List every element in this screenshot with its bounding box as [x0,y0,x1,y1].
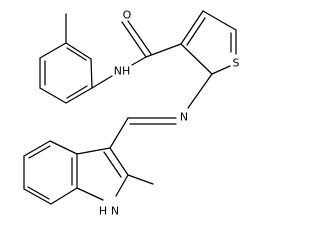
thiophene-bond-2 [202,10,237,31]
benzo-double-3 [28,145,51,159]
thiophene-bond-1 [180,10,204,45]
thiophene-ring [180,10,237,75]
tolyl-double-1 [66,47,87,61]
benzo-bond-2 [50,187,78,205]
thiophene-to-imine-bond [187,73,213,109]
indole-c3-c2-bond [109,147,129,176]
tolyl-ring [39,42,93,104]
carbonyl-to-thiophene-bond [145,43,182,58]
oxygen-label: O [123,9,132,22]
indole-pyrrole-ring [76,147,129,201]
sulfur-label: S [233,57,240,70]
molecule-drawing: NH O S N H N [23,9,240,218]
imine-n-label: N [180,111,188,124]
thiophene-bond-5 [180,43,213,75]
tolyl-double-2 [66,85,88,99]
tolyl-to-nh-bond [91,75,113,89]
tolyl-bond-4 [39,87,67,104]
amide-nh-label: NH [114,65,131,78]
indole-n-label: N [111,205,119,218]
carbonyl-bond-1 [121,21,147,58]
tolyl-bond-2 [90,58,93,89]
indole-c3-c2-double [103,151,122,178]
tolyl-bond-1 [65,42,92,60]
indole-benzene-ring [23,140,78,205]
indole-c3-c3a-bond [76,147,111,155]
carbonyl-bond-2 [127,20,152,55]
indole-h-label: H [99,205,107,218]
benzo-bond-3 [23,188,52,205]
benzo-bond-6 [49,140,78,155]
thiophene-double-1 [186,17,206,46]
indole-n-c7a-bond [76,187,104,201]
imine-to-indole-bond [109,117,129,149]
thiophene-bond-4 [211,65,231,75]
indole-methyl-bond [127,174,154,185]
tolyl-bond-6 [39,42,67,59]
structure-diagram: NH O S N H N [23,9,240,218]
tolyl-bond-3 [65,87,93,104]
benzo-bond-5 [23,140,51,157]
benzo-double-2 [27,186,50,200]
nh-to-carbonyl-bond [131,56,147,66]
indole-c2-n-bond [115,174,129,197]
